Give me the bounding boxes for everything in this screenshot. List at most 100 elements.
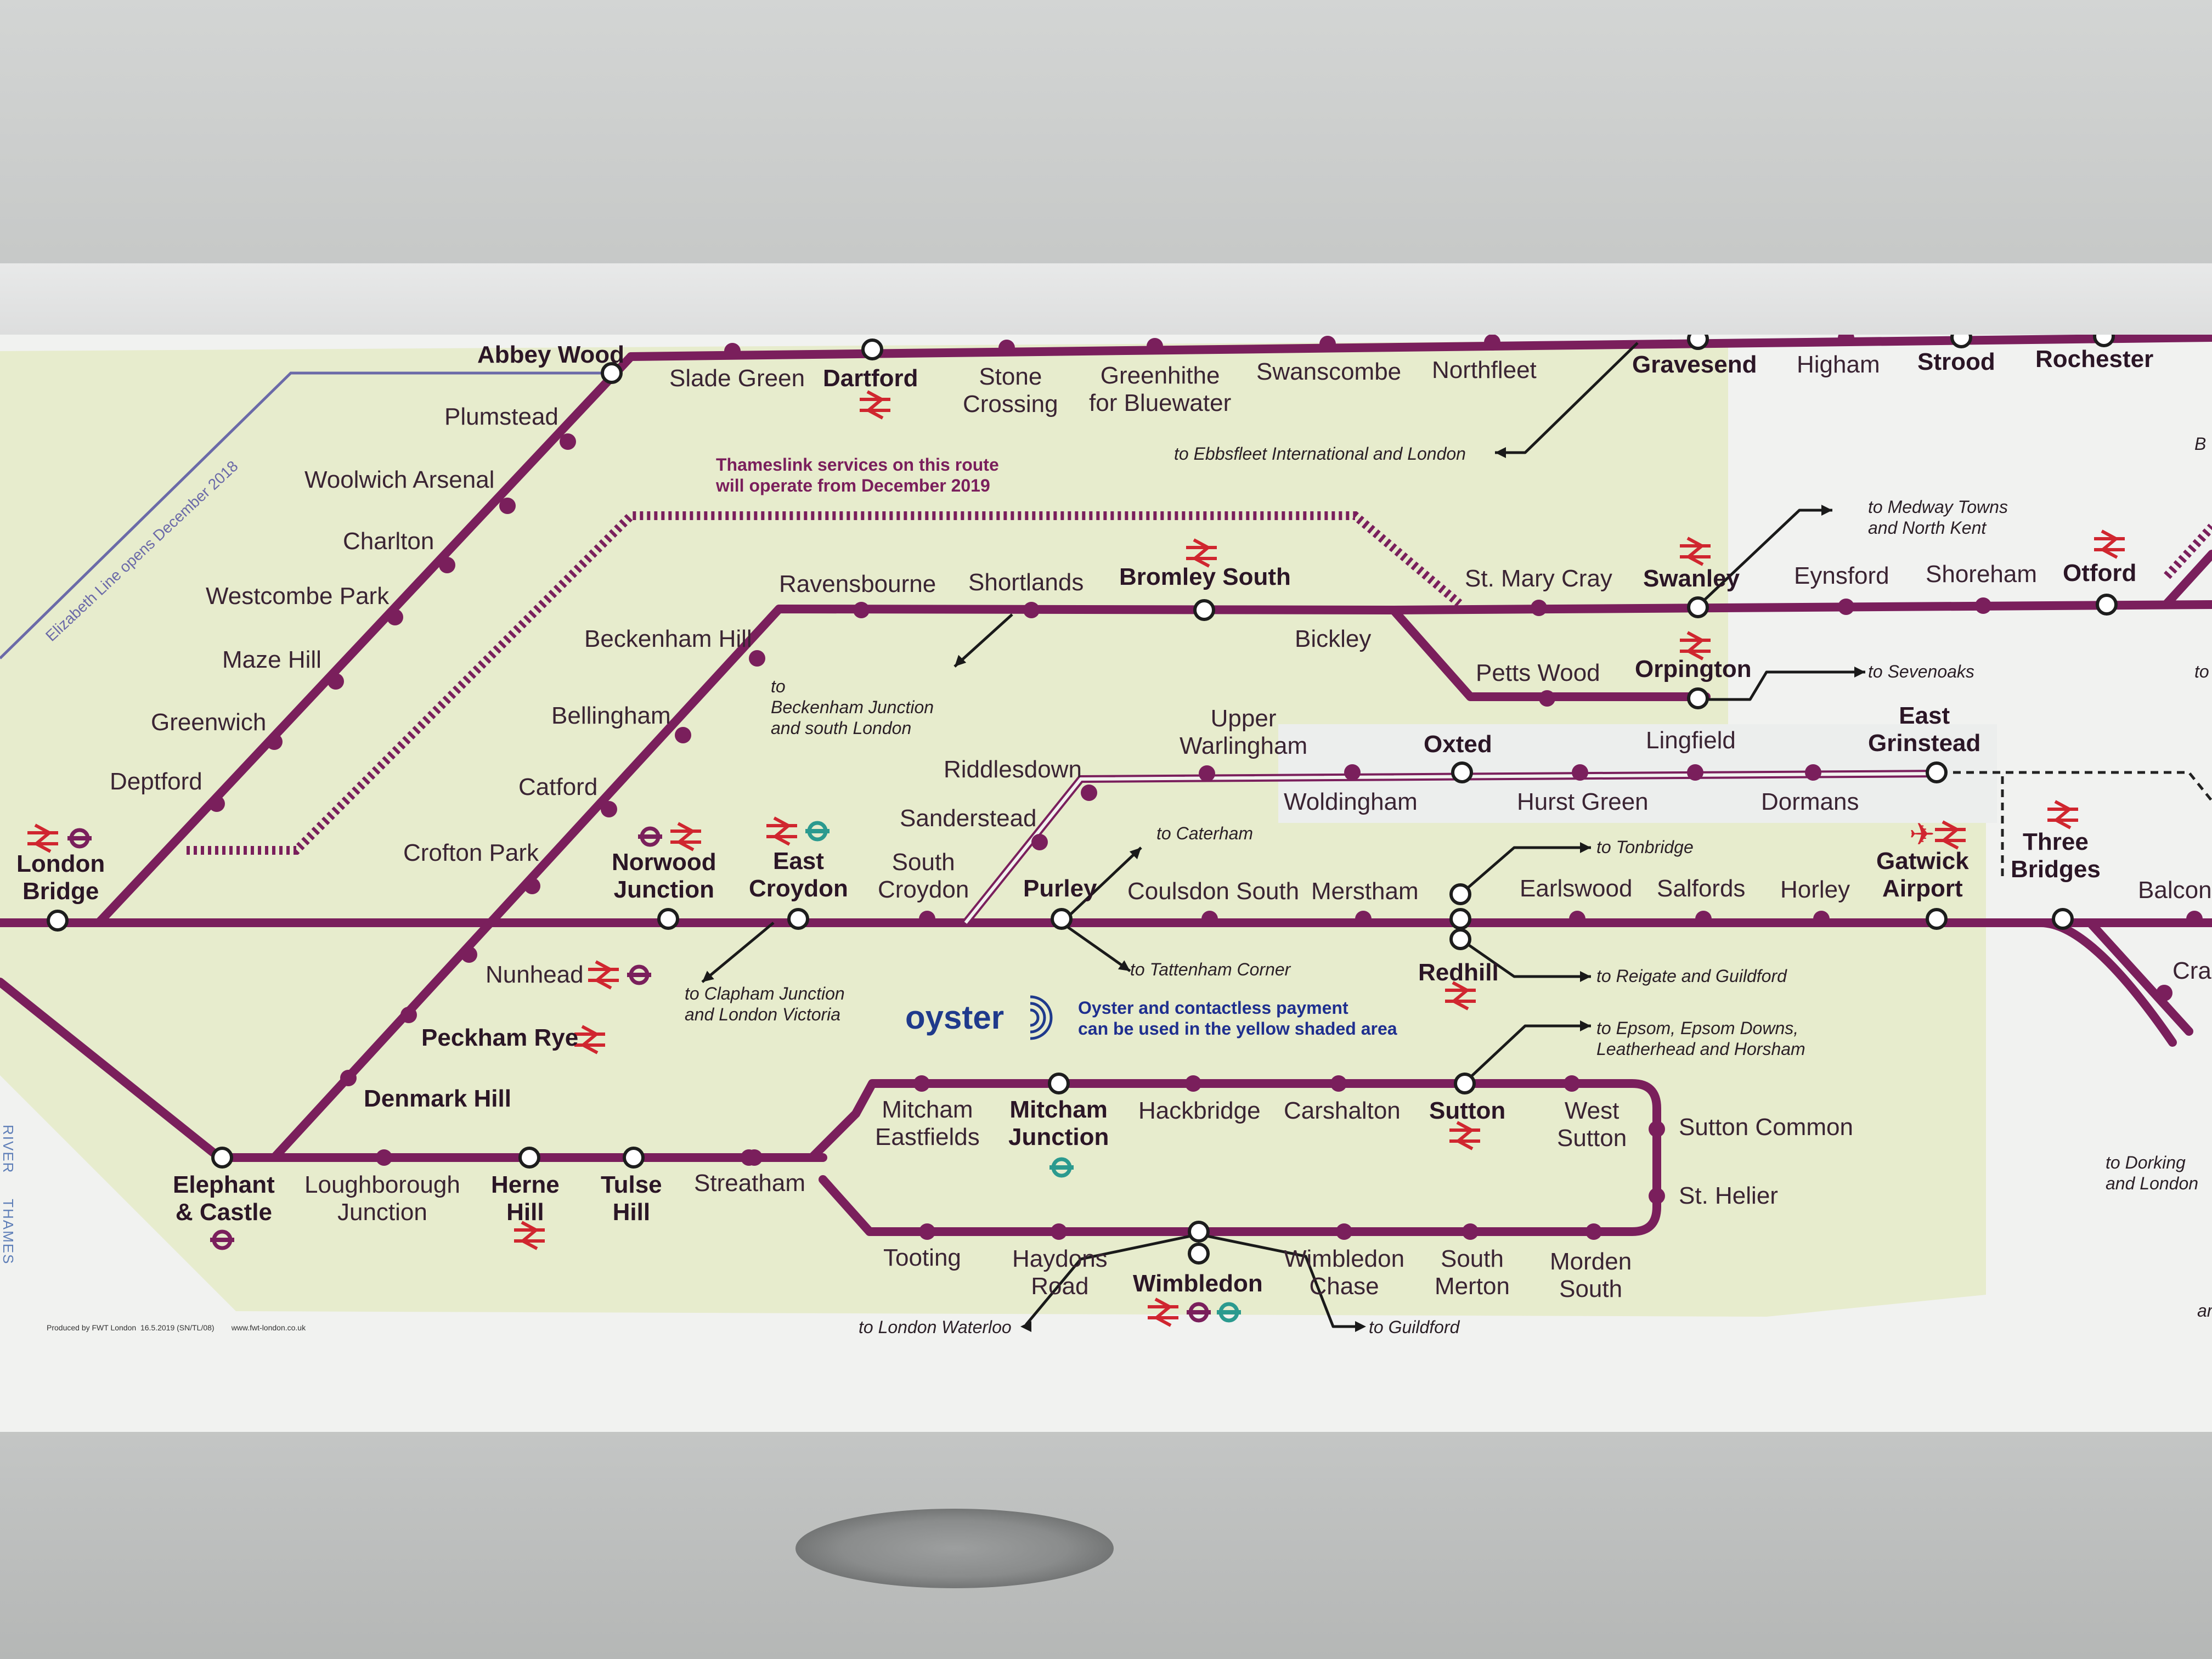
station-marker-orpington: [1687, 687, 1709, 709]
station-label-shoreham: Shoreham: [1926, 561, 2038, 588]
route-otford-branch: [2163, 550, 2212, 608]
station-label-balcombe: Balcon: [2138, 877, 2212, 904]
station-marker-gravesend: [1687, 335, 1709, 350]
station-label-streatham: Streatham: [694, 1170, 805, 1197]
station-label-nunhead: Nunhead: [486, 961, 584, 988]
national-rail-icon-swanley-glyph: [1680, 537, 1711, 566]
oyster-wave-0: [1030, 1008, 1040, 1027]
station-label-mitcham-eastfields: Mitcham Eastfields: [875, 1096, 980, 1150]
destination-note-to-epsom: to Epsom, Epsom Downs, Leatherhead and H…: [1596, 1018, 1805, 1059]
station-marker-west-sutton: [1564, 1075, 1580, 1092]
station-marker-bellingham: [675, 727, 691, 743]
destination-note-to-london-waterloo: to London Waterloo: [859, 1317, 1012, 1337]
station-label-south-merton: South Merton: [1435, 1245, 1510, 1300]
station-label-east-grinstead: East Grinstead: [1868, 702, 1981, 757]
station-label-earlswood: Earlswood: [1520, 875, 1633, 902]
station-marker-east-grinstead: [1926, 761, 1948, 783]
station-label-wimbledon: Wimbledon: [1133, 1270, 1263, 1297]
station-marker-balcombe: [2186, 911, 2203, 927]
station-label-otford: Otford: [2063, 560, 2137, 586]
station-label-westcombe-park: Westcombe Park: [206, 583, 390, 610]
station-label-swanscombe: Swanscombe: [1256, 358, 1402, 385]
station-marker-horley: [1813, 911, 1830, 927]
station-label-sutton-common: Sutton Common: [1679, 1114, 1853, 1141]
station-marker-riddlesdown: [1081, 785, 1097, 801]
station-label-strood: Strood: [1917, 348, 1995, 375]
station-label-eynsford: Eynsford: [1794, 562, 1889, 589]
national-rail-icon-otford-glyph: [2094, 529, 2125, 559]
national-rail-icon-bromley-south: [1186, 538, 1217, 568]
route-oxted-line-inner: [964, 772, 1943, 924]
station-label-plumstead: Plumstead: [444, 403, 558, 430]
station-label-morden-south: Morden South: [1550, 1248, 1632, 1302]
station-marker-petts-wood: [1539, 690, 1555, 707]
station-marker-wimbledon-2: [1188, 1243, 1210, 1265]
station-marker-westcombe-park: [387, 609, 403, 625]
station-label-maze-hill: Maze Hill: [222, 646, 321, 673]
underground-icon-elephant-castle-bar: [210, 1238, 234, 1242]
station-marker-peckham-rye: [400, 1007, 417, 1023]
station-label-merstham: Merstham: [1311, 878, 1419, 905]
station-marker-south-croydon: [919, 911, 935, 927]
arrow-tip-ebbsfleet: [1495, 447, 1506, 458]
station-label-salfords: Salfords: [1657, 875, 1746, 902]
national-rail-icon-three-bridges-glyph: [2047, 800, 2078, 830]
station-label-st-mary-cray: St. Mary Cray: [1465, 565, 1612, 592]
overground-icon-east-croydon: [805, 821, 830, 842]
station-label-bromley-south: Bromley South: [1119, 563, 1291, 590]
station-label-deptford: Deptford: [110, 768, 202, 795]
national-rail-icon-redhill-glyph: [1445, 981, 1476, 1011]
arrow-tip-guildford: [1355, 1321, 1366, 1332]
station-marker-higham: [1838, 335, 1854, 346]
arrow-tip-waterloo: [1020, 1321, 1031, 1332]
station-marker-hurst-green: [1572, 764, 1588, 781]
oyster-logo: oyster: [905, 999, 1005, 1036]
station-marker-slade-green: [724, 343, 741, 359]
underground-icon-elephant-castle: [210, 1229, 234, 1250]
arrow-tip-beckenham: [955, 654, 967, 667]
arrow-tip-tonbridge: [1580, 842, 1591, 853]
route-elizabeth-line: [0, 371, 614, 659]
station-marker-sutton-common: [1649, 1121, 1665, 1137]
arrow-tip-sevenoaks: [1854, 667, 1865, 678]
national-rail-icon-otford: [2094, 529, 2125, 559]
national-rail-icon-peckham-rye: [574, 1025, 605, 1054]
station-marker-woolwich-arsenal: [499, 498, 516, 514]
station-marker-nunhead: [461, 946, 477, 963]
station-label-coulsdon-south: Coulsdon South: [1127, 878, 1300, 905]
arrow-to-clapham: [701, 922, 775, 983]
station-label-redhill: Redhill: [1418, 959, 1499, 986]
arrow-to-guildford: [1198, 1233, 1361, 1328]
destination-note-edge-ar: ar: [2197, 1301, 2212, 1321]
station-marker-merstham: [1355, 911, 1372, 927]
route-sutton-wimbledon-loop: [808, 1079, 1661, 1236]
station-marker-coulsdon-south: [1201, 911, 1218, 927]
arrow-to-epsom: [1464, 1024, 1591, 1084]
station-marker-salfords: [1695, 911, 1712, 927]
station-label-three-bridges: Three Bridges: [2011, 828, 2101, 883]
station-label-haydons-road: Haydons Road: [1012, 1245, 1108, 1300]
station-label-riddlesdown: Riddlesdown: [944, 756, 1082, 783]
station-marker-deptford: [208, 795, 225, 812]
arrow-to-reigate: [1459, 938, 1591, 978]
ceiling-top: [0, 0, 2212, 274]
arrow-to-tonbridge: [1459, 846, 1591, 895]
station-label-wimbledon-chase: Wimbledon Chase: [1284, 1245, 1405, 1300]
station-label-woolwich-arsenal: Woolwich Arsenal: [304, 466, 495, 493]
station-marker-ravensbourne: [853, 602, 870, 618]
station-label-carshalton: Carshalton: [1284, 1097, 1401, 1124]
station-label-south-croydon: South Croydon: [878, 849, 969, 903]
station-marker-dartford: [861, 338, 883, 360]
station-label-charlton: Charlton: [343, 528, 435, 555]
route-thameslink-future-east: [2164, 523, 2212, 579]
national-rail-icon-gatwick: [1935, 820, 1966, 850]
station-label-greenhithe: Greenhithe for Bluewater: [1089, 362, 1232, 416]
arrow-to-waterloo: [1025, 1233, 1199, 1326]
underground-icon-london-bridge-bar: [67, 836, 92, 840]
station-label-woldingham: Woldingham: [1284, 788, 1418, 815]
route-crawley-branch: [2086, 918, 2193, 1036]
station-label-elephant-castle: Elephant & Castle: [173, 1171, 275, 1226]
station-label-sutton: Sutton: [1429, 1097, 1506, 1124]
destination-note-to-dorking: to Dorking and London: [2106, 1153, 2199, 1193]
station-marker-streatham-junction: [746, 1149, 763, 1166]
